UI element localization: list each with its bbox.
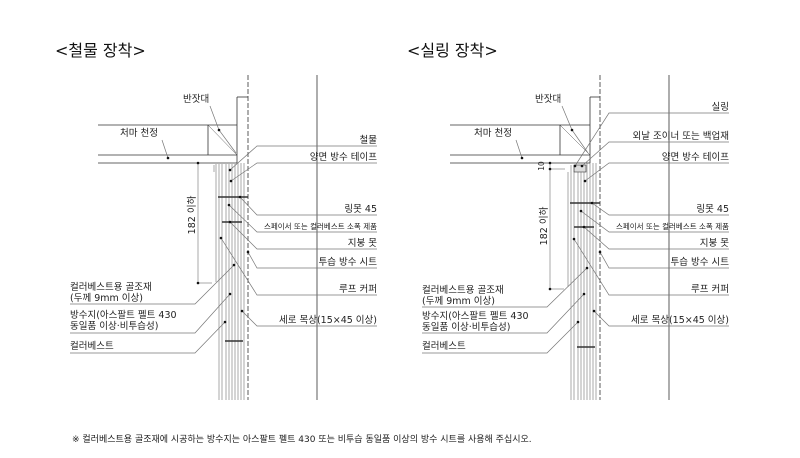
- hardware-installation-detail: <철물 장착>: [55, 41, 377, 400]
- left-title: <철물 장착>: [55, 41, 146, 60]
- label-frame-line1: 컬러베스트용 골조재: [422, 284, 504, 296]
- label-fascia: 반잣대: [535, 94, 561, 105]
- label-frame-line1: 컬러베스트용 골조재: [70, 281, 152, 293]
- label-felt-line1: 방수지(아스팔트 펠트 430: [422, 310, 529, 322]
- label-vertical-batten: 세로 목상(15×45 이상): [631, 315, 729, 326]
- label-felt-line2: 동일품 이상·비투습성): [70, 321, 158, 332]
- label-spacer: 스페이서 또는 컬러베스트 소폭 제품: [264, 221, 377, 231]
- gap-dimension-label: 10: [537, 161, 546, 171]
- label-roof-cover: 루프 커퍼: [339, 284, 377, 295]
- label-frame-line2: (두께 9mm 이상): [70, 293, 143, 304]
- label-double-tape: 양면 방수 테이프: [310, 152, 377, 163]
- label-felt-line2: 동일품 이상·비투습성): [422, 322, 510, 333]
- sealing-installation-detail: <실링 장착>: [407, 41, 729, 400]
- label-felt-line1: 방수지(아스팔트 펠트 430: [70, 309, 177, 321]
- label-vertical-batten: 세로 목상(15×45 이상): [279, 315, 377, 326]
- label-breathable-sheet: 투습 방수 시트: [319, 257, 378, 268]
- label-eave-ceiling: 처마 천정: [120, 127, 158, 139]
- footnote: ※ 컬러베스트용 골조재에 시공하는 방수지는 아스팔트 펠트 430 또는 비…: [72, 433, 532, 445]
- right-title: <실링 장착>: [407, 41, 498, 60]
- dimension-label: 182 이하: [186, 195, 198, 234]
- label-double-tape: 양면 방수 테이프: [662, 152, 729, 163]
- label-roof-cover: 루프 커퍼: [691, 284, 729, 295]
- label-spacer: 스페이서 또는 컬러베스트 소폭 제품: [616, 221, 729, 231]
- label-breathable-sheet: 투습 방수 시트: [671, 257, 730, 268]
- label-frame-line2: (두께 9mm 이상): [422, 296, 495, 307]
- label-ring-nail: 링못 45: [344, 203, 377, 215]
- dimension-label: 182 이하: [538, 206, 550, 245]
- label-joiner: 외날 조이너 또는 백업재: [633, 130, 729, 142]
- label-ring-nail: 링못 45: [696, 203, 729, 215]
- label-roof-nail: 지붕 못: [700, 238, 729, 249]
- left-callouts: 컬러베스트용 골조재 (두께 9mm 이상) 방수지(아스팔트 펠트 430 동…: [422, 266, 589, 354]
- label-colorbest: 컬러베스트: [70, 340, 114, 352]
- left-callouts: 컬러베스트용 골조재 (두께 9mm 이상) 방수지(아스팔트 펠트 430 동…: [70, 263, 236, 354]
- label-fascia: 반잣대: [183, 94, 209, 105]
- label-hardware: 철물: [360, 135, 378, 146]
- label-eave-ceiling: 처마 천정: [474, 127, 512, 139]
- label-roof-nail: 지붕 못: [348, 238, 377, 249]
- structure: [98, 75, 318, 400]
- right-callouts: 실링 외날 조이너 또는 백업재 양면 방수 테이프 링못 45 스페이서 또는…: [572, 101, 730, 327]
- structure: [450, 75, 670, 400]
- right-callouts: 철물 양면 방수 테이프 링못 45 스페이서 또는 컬러베스트 소폭 제품 지…: [219, 135, 378, 327]
- label-sealing: 실링: [712, 101, 729, 113]
- label-colorbest: 컬러베스트: [422, 340, 466, 352]
